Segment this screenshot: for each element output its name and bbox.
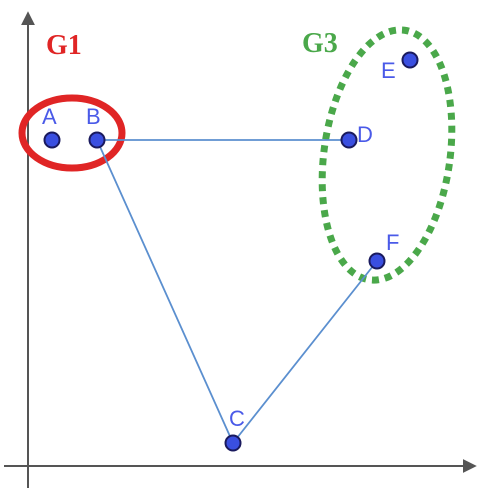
point-a (43, 131, 61, 149)
point-b (88, 131, 106, 149)
point-e (401, 51, 419, 69)
group-g1-ring (18, 94, 126, 172)
point-b-label: B (86, 104, 101, 129)
group-g1-label: G1 (46, 30, 82, 61)
edge-c-f (232, 260, 378, 444)
point-f (368, 252, 386, 270)
point-c (224, 434, 242, 452)
point-d-label: D (357, 122, 373, 147)
group-g3-label: G3 (302, 28, 338, 59)
point-d (340, 131, 358, 149)
point-c-label: C (229, 406, 245, 431)
point-a-label: A (42, 104, 57, 129)
point-e-label: E (381, 58, 396, 83)
point-f-label: F (386, 230, 399, 255)
edge-b-c (96, 139, 234, 444)
